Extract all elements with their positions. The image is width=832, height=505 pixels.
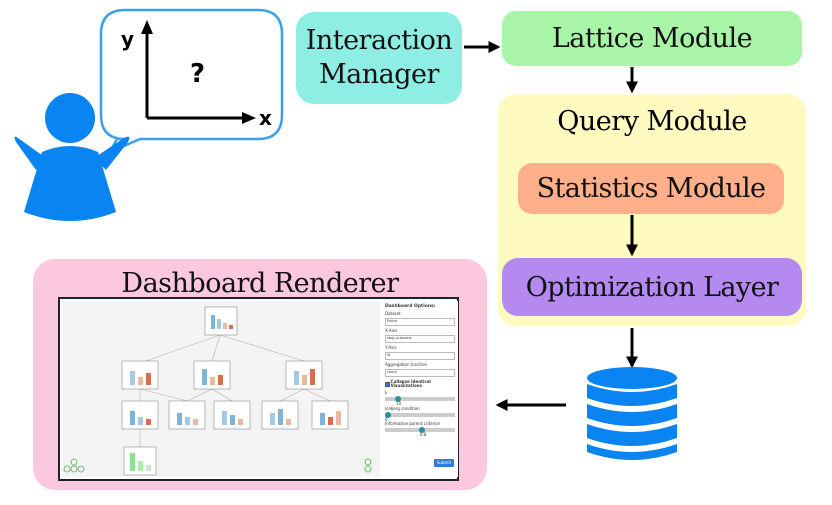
lattice-node[interactable] — [213, 400, 251, 430]
lattice-node[interactable] — [121, 400, 159, 430]
statistics-module-label: Statistics Module — [536, 173, 766, 204]
k-slider[interactable] — [385, 395, 455, 402]
lattice-graph — [63, 306, 372, 476]
iceberg-slider[interactable] — [385, 411, 455, 418]
lattice-node[interactable] — [121, 360, 159, 390]
xaxis-select[interactable]: stop_outcome — [385, 334, 455, 343]
lattice-module-label: Lattice Module — [551, 23, 753, 54]
statistics-module-box: Statistics Module — [518, 163, 784, 214]
lattice-node[interactable] — [204, 306, 238, 336]
optimization-layer-box: Optimization Layer — [502, 258, 802, 316]
query-module-label: Query Module — [557, 106, 747, 137]
dashboard-screenshot: Dashboard Options: Dataset Police X-Axis… — [58, 297, 459, 481]
interaction-manager-box: Interaction Manager — [296, 12, 462, 104]
dataset-select[interactable]: Police — [385, 318, 455, 327]
criterion-value: 0.8 — [420, 432, 427, 438]
iceberg-label: Iceberg condition — [385, 405, 420, 411]
collapse-label: Collapse Identical Visualizations — [390, 378, 431, 389]
axes-icon — [141, 20, 256, 124]
interaction-manager-line-1: Interaction — [305, 25, 453, 57]
dashboard-renderer-label: Dashboard Renderer — [121, 268, 399, 299]
dataset-label: Dataset — [385, 311, 401, 317]
xaxis-label: X-Axis — [385, 328, 398, 334]
interaction-manager-line-2: Manager — [319, 59, 439, 90]
yaxis-select[interactable]: id — [385, 351, 455, 360]
lattice-node[interactable] — [168, 400, 206, 430]
iceberg-slider-handle[interactable] — [385, 411, 391, 418]
user-icon — [14, 93, 130, 221]
question-mark: ? — [190, 59, 205, 89]
criterion-label: Informative parent criterion — [385, 421, 441, 427]
y-axis-label: y — [121, 27, 134, 51]
optimization-layer-label: Optimization Layer — [525, 271, 779, 303]
aggregation-select[interactable]: count — [385, 368, 455, 377]
lattice-module-box: Lattice Module — [502, 11, 802, 66]
k-label: k — [385, 390, 388, 396]
submit-button[interactable]: Submit — [434, 459, 454, 467]
collapse-checkbox[interactable] — [385, 381, 390, 387]
lattice-node-selected[interactable] — [123, 446, 157, 476]
lattice-node[interactable] — [193, 360, 231, 390]
database-icon — [587, 367, 677, 460]
k-slider-handle[interactable] — [395, 395, 401, 402]
criterion-slider-handle[interactable] — [419, 427, 425, 434]
lattice-node[interactable] — [261, 400, 299, 430]
k-value: 10 — [396, 400, 402, 406]
yaxis-label: Y-Axis — [385, 344, 397, 350]
zoom-controls-right[interactable] — [364, 458, 372, 473]
options-title: Dashboard Options: — [385, 304, 436, 309]
iceberg-value: 0 — [385, 416, 388, 422]
zoom-controls-left[interactable] — [63, 458, 85, 473]
lattice-node[interactable] — [285, 360, 323, 390]
lattice-canvas — [62, 301, 380, 477]
criterion-slider[interactable] — [385, 427, 455, 434]
lattice-node[interactable] — [311, 400, 349, 430]
x-axis-label: x — [259, 106, 272, 130]
dashboard-options-panel: Dashboard Options: Dataset Police X-Axis… — [382, 301, 458, 477]
aggregation-label: Aggregation function — [385, 361, 428, 367]
